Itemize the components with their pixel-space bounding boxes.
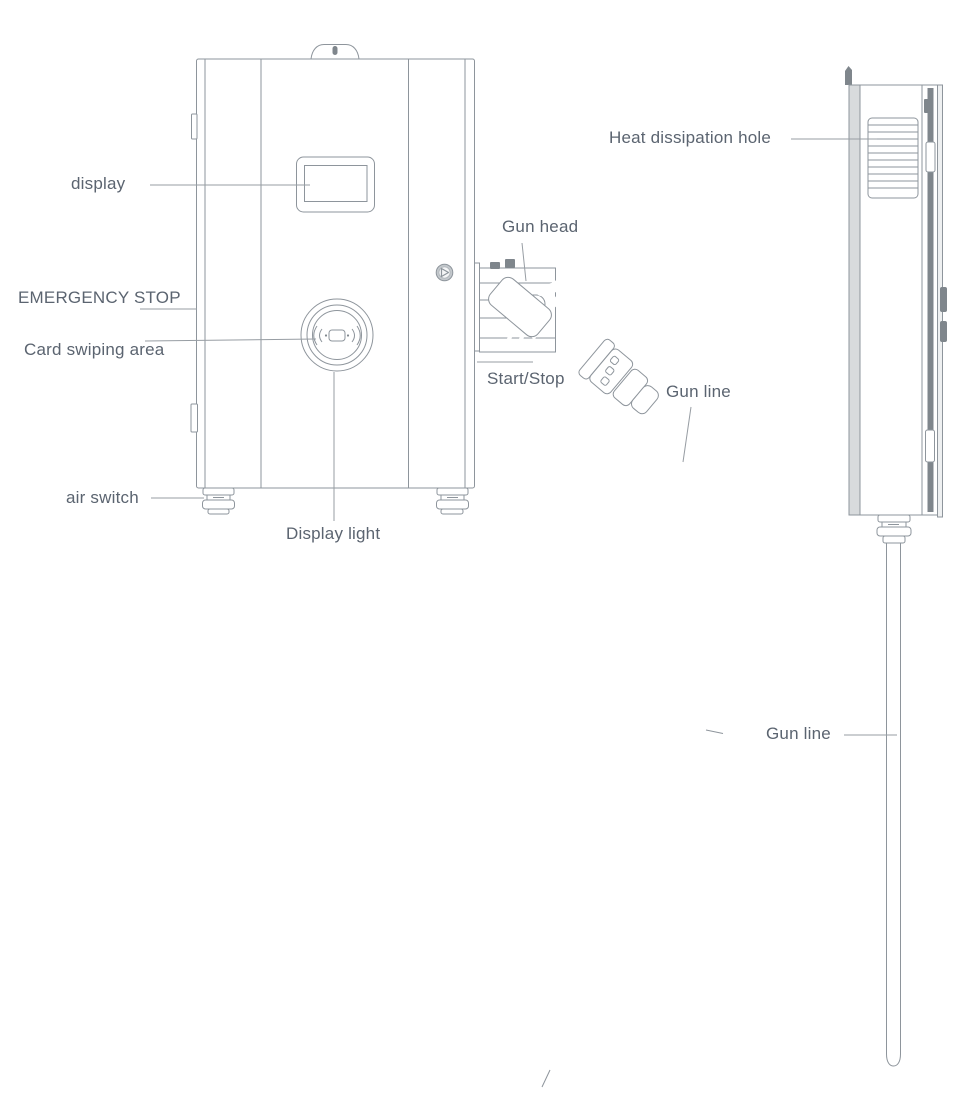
side-clip <box>925 429 935 463</box>
nfc-icon <box>313 325 361 346</box>
vent-louvers <box>868 124 918 189</box>
leader-gun-head <box>521 242 527 282</box>
side-dark-strip <box>927 88 934 512</box>
cabinet-body <box>190 44 475 489</box>
label-gun-head: Gun head <box>502 217 579 236</box>
gun-cable-front <box>430 402 724 1088</box>
card-reader-circle <box>300 298 374 372</box>
dome-notch <box>332 46 338 55</box>
side-cable-gland <box>876 514 912 544</box>
dock-tab <box>505 259 515 268</box>
heat-vent <box>867 117 919 199</box>
side-top-tab <box>924 99 931 113</box>
wall-hook <box>845 66 852 85</box>
side-left-band <box>848 84 861 516</box>
side-gun-cable <box>886 543 901 1067</box>
side-edge-tab <box>940 287 947 312</box>
label-display-light: Display light <box>286 524 381 543</box>
label-heat-dissipation-hole: Heat dissipation hole <box>609 128 772 147</box>
cable-joint-mark <box>705 729 724 734</box>
side-clip <box>925 141 936 173</box>
charging-gun <box>488 267 659 415</box>
charger-front-view <box>190 44 724 1088</box>
gun-collar <box>578 338 659 415</box>
dock-tab <box>490 262 500 269</box>
display-screen <box>296 156 375 213</box>
gun-cable-gland <box>436 487 469 515</box>
leader-gun-line-front <box>682 406 692 463</box>
label-display: display <box>71 174 126 193</box>
start-button-icon <box>435 263 454 282</box>
side-edge-tab <box>940 321 947 342</box>
label-air-switch: air switch <box>66 488 139 507</box>
leader-card-swiping <box>144 338 317 342</box>
gun-nose <box>488 276 552 338</box>
label-gun-line-side: Gun line <box>766 724 831 743</box>
label-start-stop: Start/Stop <box>487 369 565 388</box>
charger-side-view <box>845 66 947 1067</box>
label-card-swiping-area: Card swiping area <box>24 340 165 359</box>
air-switch-gland <box>202 487 235 515</box>
cable-joint-mark <box>541 1069 551 1088</box>
label-emergency-stop: EMERGENCY STOP <box>18 288 181 307</box>
label-gun-line-front: Gun line <box>666 382 731 401</box>
leader-lines <box>140 138 897 736</box>
left-side-tab <box>190 403 198 433</box>
emergency-stop-side-tab <box>191 113 198 140</box>
